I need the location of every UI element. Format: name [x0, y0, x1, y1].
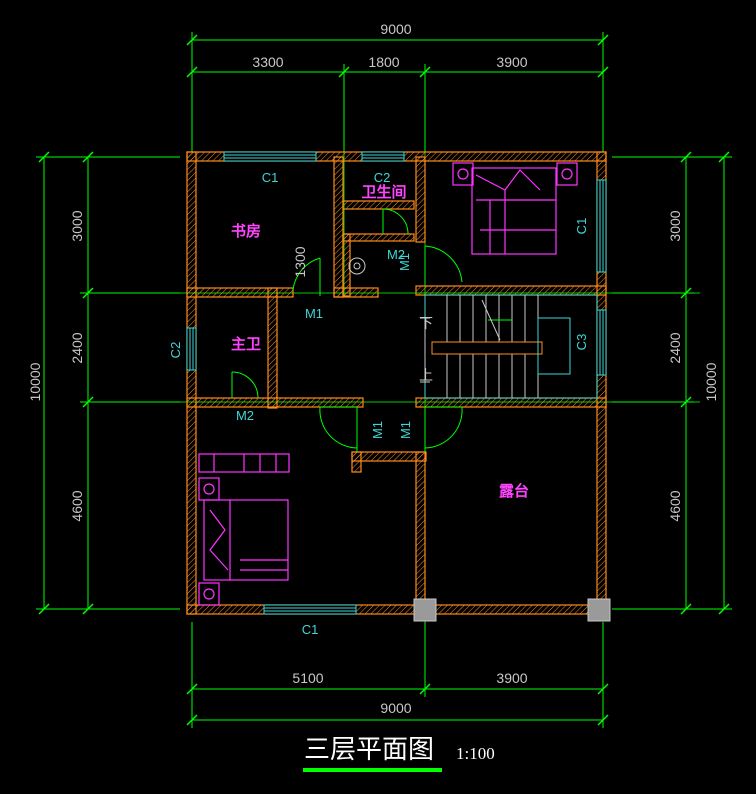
- label-m2-bath: M2: [387, 247, 405, 262]
- column-marker: [587, 598, 611, 622]
- dim-right-2: 2400: [667, 332, 683, 363]
- toilet-fixture: [348, 257, 366, 275]
- room-study: 书房: [231, 222, 261, 240]
- bed-upper-right: [452, 162, 578, 255]
- label-c2-left: C2: [168, 342, 183, 359]
- label-c1-bottom: C1: [302, 622, 319, 637]
- bed-lower-left: [198, 453, 290, 606]
- windows: [186, 151, 607, 615]
- dim-right-3: 4600: [667, 490, 683, 521]
- dim-left-total: 10000: [27, 362, 43, 401]
- label-m1-center-left: M1: [370, 421, 385, 439]
- drawing-title: 三层平面图: [304, 735, 434, 765]
- stair-up-label: 上: [419, 367, 433, 383]
- room-bathroom: 卫生间: [361, 183, 406, 201]
- dim-right-1: 3000: [667, 210, 683, 241]
- label-c1-top: C1: [262, 170, 279, 185]
- room-terrace: 露台: [499, 482, 529, 500]
- dim-right-total: 10000: [703, 362, 719, 401]
- label-m1-center-right: M1: [398, 421, 413, 439]
- doors: [231, 208, 463, 452]
- label-m1-hall: M1: [305, 306, 323, 321]
- label-m2-master: M2: [236, 408, 254, 423]
- dim-top-3: 3900: [496, 54, 527, 70]
- dim-top-1: 3300: [252, 54, 283, 70]
- dim-left-1: 3000: [69, 210, 85, 241]
- dim-left-3: 4600: [69, 490, 85, 521]
- dim-top-total: 9000: [380, 21, 411, 37]
- dim-left-2: 2400: [69, 332, 85, 363]
- room-master-bath: 主卫: [231, 335, 261, 353]
- stair-down-label: 下: [419, 315, 433, 331]
- dim-bottom-1: 5100: [292, 670, 323, 686]
- staircase: [420, 294, 598, 399]
- column-marker: [413, 598, 437, 622]
- dim-bottom-total: 9000: [380, 700, 411, 716]
- label-m1-bath: M1: [397, 253, 412, 271]
- label-c1-right: C1: [574, 218, 589, 235]
- dim-top-2: 1800: [368, 54, 399, 70]
- label-c3-right: C3: [574, 334, 589, 351]
- label-c2-top: C2: [374, 170, 391, 185]
- drawing-scale: 1:100: [456, 744, 495, 763]
- dim-bottom-2: 3900: [496, 670, 527, 686]
- dimension-lines: [36, 32, 732, 728]
- label-1300: 1300: [292, 246, 308, 277]
